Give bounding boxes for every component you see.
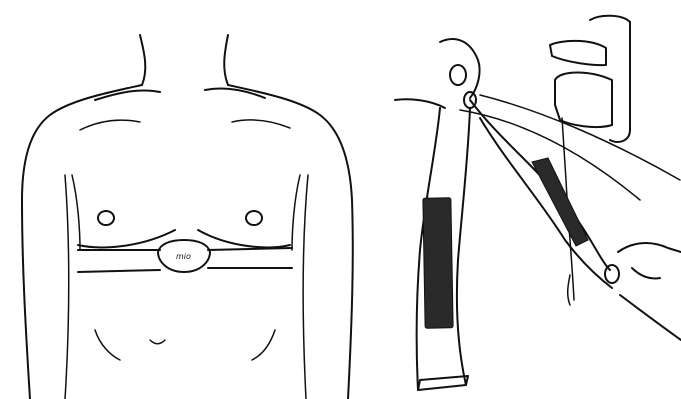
strap-right-edge-upper <box>470 100 610 270</box>
transmitter-logo: mio <box>176 252 191 261</box>
strap-left-edge-inner <box>457 108 470 385</box>
right-armpit <box>292 175 300 250</box>
strap-right-edge-lower <box>480 118 612 288</box>
water-drip <box>568 275 570 305</box>
faucet-handle <box>550 41 606 65</box>
upper-hand <box>440 39 480 98</box>
torso-drawing: mio <box>0 0 380 399</box>
collarbone-left <box>95 90 160 100</box>
strap-bottom-left <box>78 270 160 272</box>
neck-right-line <box>224 35 228 85</box>
right-inner-arm <box>303 175 308 399</box>
left-pec-line <box>78 230 175 247</box>
right-pec-line <box>198 230 290 247</box>
moisten-strap-illustration <box>380 0 681 399</box>
left-abdomen <box>95 330 120 360</box>
right-shoulder-arm <box>228 85 353 399</box>
lower-finger <box>632 268 660 279</box>
collarbone-right <box>205 88 265 98</box>
upper-wrist <box>395 99 445 108</box>
right-nipple <box>246 211 262 225</box>
right-deltoid <box>232 120 290 128</box>
strap-top-right <box>208 248 292 250</box>
lower-wrist <box>620 295 681 340</box>
lower-thumb <box>605 265 619 283</box>
right-abdomen <box>252 330 275 360</box>
left-shoulder-arm <box>22 85 142 399</box>
neck-left-line <box>140 35 145 85</box>
navel-area <box>150 340 165 344</box>
left-inner-arm <box>65 175 69 399</box>
lower-hand-top <box>618 243 681 252</box>
strap-end-clip <box>418 376 468 390</box>
left-armpit <box>72 175 80 250</box>
left-deltoid <box>80 120 140 130</box>
faucet-drawing <box>380 0 681 399</box>
faucet-spout <box>555 73 612 128</box>
left-nipple <box>98 211 114 225</box>
chest-strap-illustration: mio <box>0 0 380 399</box>
upper-thumb <box>450 65 466 85</box>
electrode-left <box>423 198 453 328</box>
forearm-line-top <box>480 95 680 180</box>
